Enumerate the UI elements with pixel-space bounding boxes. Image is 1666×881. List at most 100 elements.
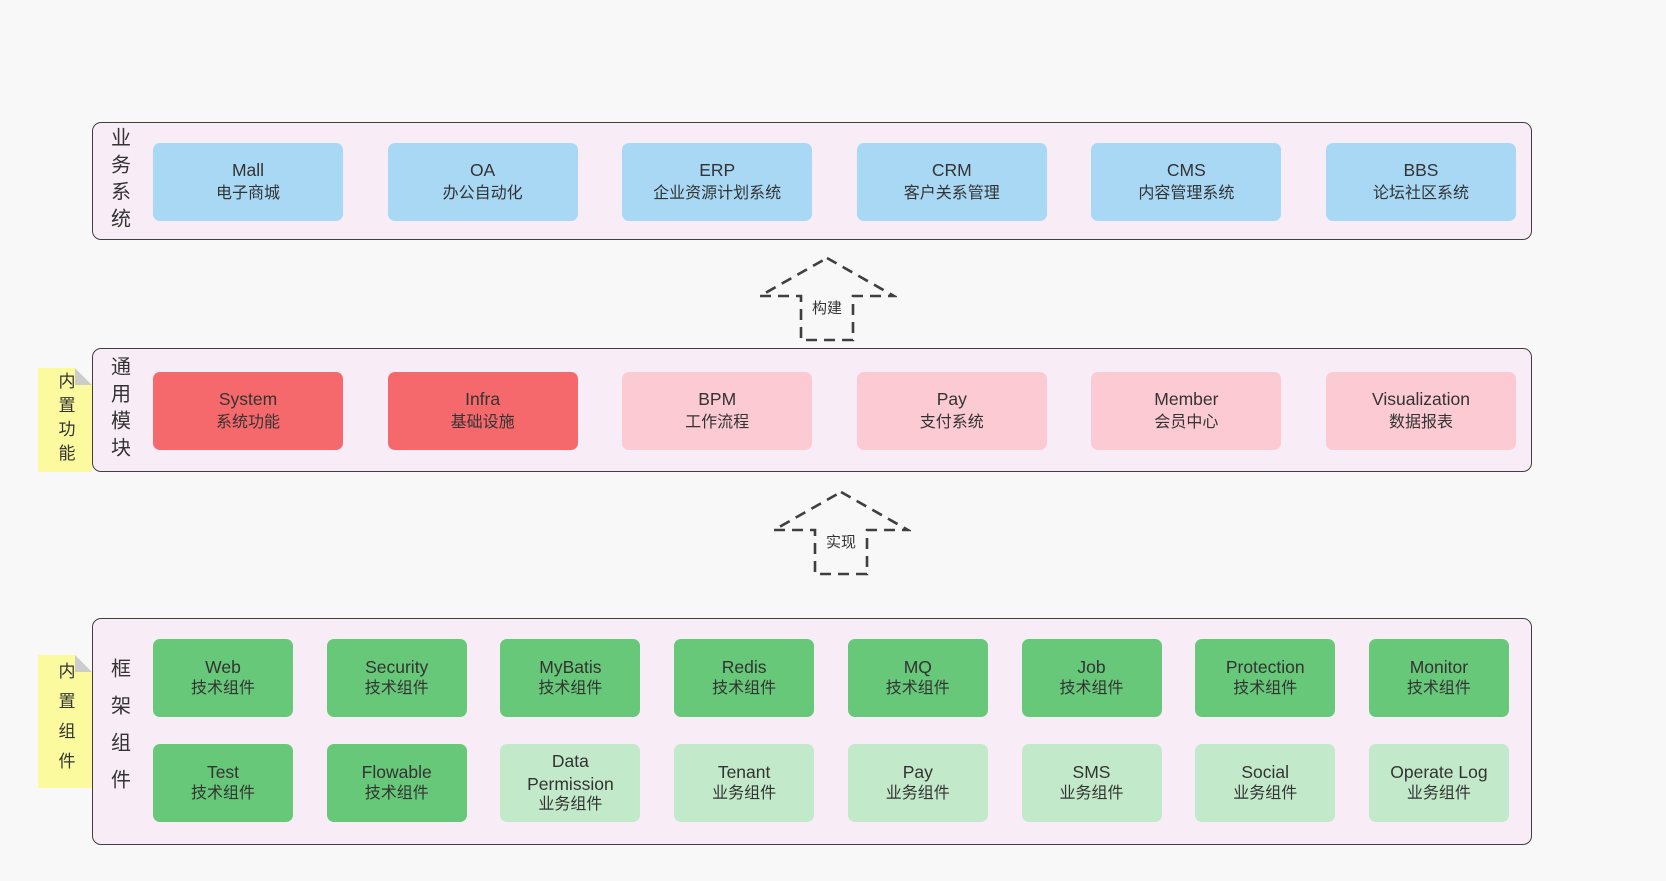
box-desc: 工作流程	[685, 414, 750, 432]
box-name: Pay	[936, 389, 967, 410]
box-name: ERP	[699, 160, 736, 181]
build-arrow-label: 构建	[808, 297, 846, 318]
box-name: Monitor	[1409, 657, 1469, 678]
box-name: Flowable	[361, 762, 432, 783]
box-name: Data Permission	[527, 750, 614, 794]
box-bbs: BBS 论坛社区系统	[1325, 143, 1516, 221]
band-business-systems: 业务系统 Mall 电子商城 OA 办公自动化 ERP 企业资源计划系统 CRM…	[92, 122, 1532, 240]
components-row-1: Web 技术组件 Security 技术组件 MyBatis 技术组件 Redi…	[153, 639, 1509, 717]
box-name: Member	[1154, 389, 1219, 410]
box-desc: 业务组件	[538, 796, 603, 814]
box-desc: 系统功能	[215, 414, 280, 432]
implement-arrow-icon	[771, 490, 911, 576]
box-tenant: Tenant 业务组件	[674, 744, 815, 822]
box-name: OA	[469, 160, 496, 181]
box-name: Infra	[465, 389, 501, 410]
folded-corner-icon	[75, 655, 92, 672]
box-mybatis: MyBatis 技术组件	[500, 639, 641, 717]
band-title: 通用模块	[101, 349, 137, 471]
box-desc: 会员中心	[1154, 414, 1219, 432]
box-name: CRM	[931, 160, 972, 181]
box-sms: SMS 业务组件	[1021, 744, 1162, 822]
box-name: Redis	[721, 657, 767, 678]
band-title-text: 通用模块	[107, 356, 130, 464]
box-desc: 客户关系管理	[903, 185, 1000, 203]
box-name: Mall	[231, 160, 265, 181]
box-cms: CMS 内容管理系统	[1091, 143, 1282, 221]
box-name: Protection	[1225, 657, 1305, 678]
box-data-permission: Data Permission 业务组件	[500, 744, 641, 822]
box-bpm: BPM 工作流程	[622, 372, 813, 450]
box-desc: 技术组件	[190, 784, 255, 802]
box-desc: 业务组件	[1406, 784, 1471, 802]
sticky-note-label: 内置功能	[55, 372, 75, 468]
box-desc: 内容管理系统	[1138, 185, 1235, 203]
band-title: 业务系统	[101, 123, 137, 239]
box-test: Test 技术组件	[153, 744, 293, 822]
box-desc: 技术组件	[1406, 679, 1471, 697]
box-desc: 支付系统	[919, 414, 984, 432]
box-desc: 技术组件	[538, 679, 603, 697]
folded-corner-icon	[75, 368, 92, 385]
box-security: Security 技术组件	[326, 639, 467, 717]
box-pay-component: Pay 业务组件	[847, 744, 988, 822]
band-common-modules: 通用模块 System 系统功能 Infra 基础设施 BPM 工作流程 Pay…	[92, 348, 1532, 472]
box-desc: 办公自动化	[442, 185, 523, 203]
box-name: BPM	[698, 389, 737, 410]
box-infra: Infra 基础设施	[387, 372, 578, 450]
box-desc: 技术组件	[190, 679, 255, 697]
box-name: MyBatis	[539, 657, 602, 678]
box-desc: 业务组件	[1233, 784, 1298, 802]
components-row-2: Test 技术组件 Flowable 技术组件 Data Permission …	[153, 744, 1509, 822]
box-mq: MQ 技术组件	[847, 639, 988, 717]
box-desc: 业务组件	[885, 784, 950, 802]
box-name: CMS	[1166, 160, 1206, 181]
box-name: System	[218, 389, 278, 410]
sticky-note-label: 内置组件	[55, 661, 75, 782]
box-name: SMS	[1072, 762, 1111, 783]
business-box-row: Mall 电子商城 OA 办公自动化 ERP 企业资源计划系统 CRM 客户关系…	[153, 143, 1516, 221]
sticky-note-builtin-components: 内置组件	[38, 655, 92, 788]
box-name: Job	[1077, 657, 1106, 678]
box-name: Web	[205, 657, 241, 678]
box-job: Job 技术组件	[1021, 639, 1162, 717]
box-desc: 技术组件	[1059, 679, 1124, 697]
box-social: Social 业务组件	[1195, 744, 1336, 822]
box-erp: ERP 企业资源计划系统	[622, 143, 813, 221]
box-pay-module: Pay 支付系统	[856, 372, 1047, 450]
box-name: MQ	[903, 657, 932, 678]
box-web: Web 技术组件	[153, 639, 293, 717]
box-desc: 企业资源计划系统	[653, 185, 782, 203]
box-desc: 业务组件	[712, 784, 777, 802]
box-visualization: Visualization 数据报表	[1325, 372, 1516, 450]
box-name: Test	[206, 762, 240, 783]
box-flowable: Flowable 技术组件	[326, 744, 467, 822]
box-redis: Redis 技术组件	[674, 639, 815, 717]
box-name: BBS	[1403, 160, 1439, 181]
box-desc: 业务组件	[1059, 784, 1124, 802]
build-arrow-icon	[757, 256, 897, 342]
box-name: Social	[1241, 762, 1290, 783]
band-title-text: 框架组件	[107, 657, 130, 806]
sticky-note-builtin-features: 内置功能	[38, 368, 92, 472]
box-system: System 系统功能	[153, 372, 343, 450]
box-desc: 电子商城	[215, 185, 280, 203]
box-member: Member 会员中心	[1091, 372, 1282, 450]
box-desc: 论坛社区系统	[1372, 185, 1469, 203]
box-name: Visualization	[1372, 389, 1470, 410]
box-desc: 基础设施	[450, 414, 515, 432]
box-crm: CRM 客户关系管理	[856, 143, 1047, 221]
box-name: Pay	[902, 762, 933, 783]
band-framework-components: 框架组件 Web 技术组件 Security 技术组件 MyBatis 技术组件…	[92, 618, 1532, 845]
box-name: Security	[365, 657, 429, 678]
box-operate-log: Operate Log 业务组件	[1368, 744, 1509, 822]
box-name: Tenant	[717, 762, 771, 783]
box-desc: 技术组件	[1233, 679, 1298, 697]
box-desc: 技术组件	[712, 679, 777, 697]
box-desc: 数据报表	[1388, 414, 1453, 432]
box-desc: 技术组件	[364, 679, 429, 697]
box-monitor: Monitor 技术组件	[1368, 639, 1509, 717]
box-protection: Protection 技术组件	[1195, 639, 1336, 717]
implement-arrow-label: 实现	[822, 531, 860, 552]
box-desc: 技术组件	[364, 784, 429, 802]
